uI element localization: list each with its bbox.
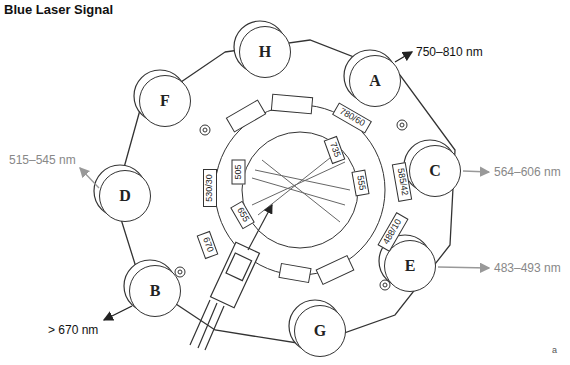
detector-circle: C: [409, 145, 461, 197]
filter-label: 735: [327, 141, 341, 159]
detector-letter: C: [429, 162, 441, 180]
filter-label: 505: [233, 164, 243, 179]
detector-letter: F: [160, 92, 170, 110]
detector-letter: A: [369, 72, 381, 90]
detector-circle: H: [239, 26, 291, 78]
wavelength-label: a: [552, 345, 557, 355]
detector-circle: D: [99, 170, 151, 222]
detector-letter: B: [150, 282, 161, 300]
filter-label: 585/42: [395, 168, 410, 197]
detector-circle: B: [129, 265, 181, 317]
filter-label: 530/30: [205, 174, 215, 202]
filter-label: 670: [200, 236, 214, 254]
figure-title: Blue Laser Signal: [4, 2, 113, 17]
wavelength-label: 750–810 nm: [416, 45, 483, 59]
filter-box: 530/30: [203, 169, 217, 207]
wavelength-label: > 670 nm: [48, 323, 98, 337]
detector-circle: A: [349, 55, 401, 107]
detector-letter: E: [405, 257, 416, 275]
wavelength-label: 515–545 nm: [9, 153, 76, 167]
filter-box: 505: [231, 160, 245, 185]
filter-label: 555: [354, 175, 366, 192]
detector-letter: H: [259, 43, 271, 61]
wavelength-label: 483–493 nm: [494, 261, 561, 275]
detector-letter: G: [314, 322, 326, 340]
detector-circle: G: [294, 305, 346, 357]
wavelength-label: 564–606 nm: [494, 165, 561, 179]
detector-circle: F: [139, 75, 191, 127]
detector-letter: D: [119, 187, 131, 205]
